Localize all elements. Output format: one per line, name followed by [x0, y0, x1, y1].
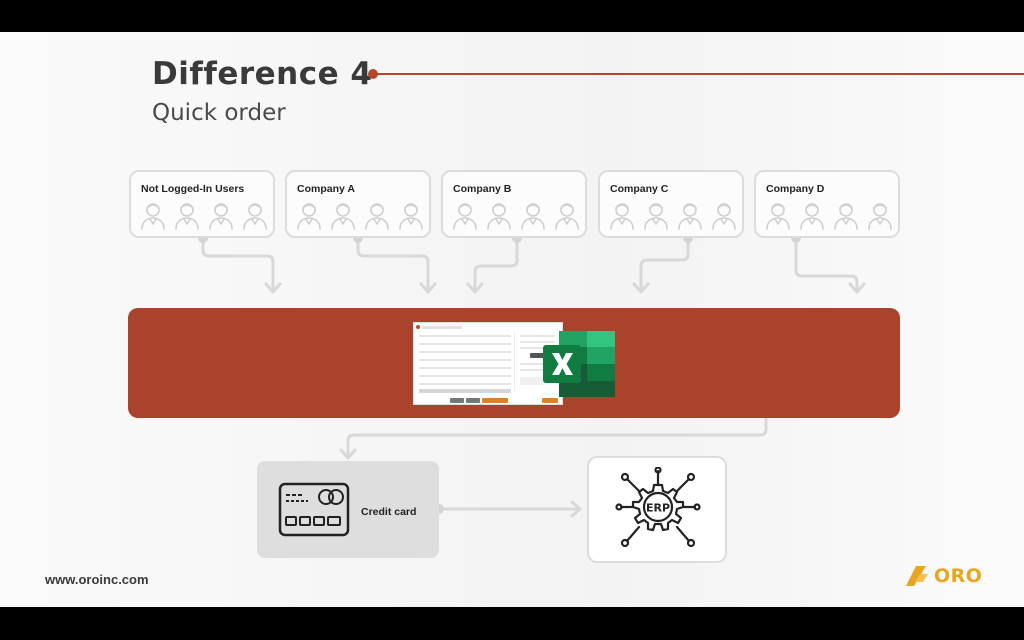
form-side-panel	[514, 331, 559, 391]
user-icon	[832, 200, 860, 230]
group-company-b: Company B	[441, 170, 587, 238]
slide-title: Difference 4	[152, 56, 373, 92]
form-header-line	[422, 326, 462, 329]
form-side-textarea	[520, 377, 545, 385]
group-company-c: Company C	[598, 170, 744, 238]
oro-logo-mark-icon	[906, 566, 928, 586]
arrowhead-7	[570, 500, 582, 518]
user-icon	[710, 200, 738, 230]
user-icon	[519, 200, 547, 230]
form-status-dot	[416, 325, 420, 329]
user-icon	[363, 200, 391, 230]
user-icon	[451, 200, 479, 230]
form-submit-button	[482, 398, 508, 403]
erp-gear-icon: ERP	[615, 467, 701, 548]
arrowhead-6	[339, 448, 357, 460]
user-icon	[173, 200, 201, 230]
connector-bar-to-card	[346, 414, 768, 458]
connector-company-a	[356, 236, 430, 292]
user-icons	[608, 200, 738, 230]
group-label: Not Logged-In Users	[141, 183, 245, 195]
user-icon	[798, 200, 826, 230]
excel-icon	[543, 331, 615, 397]
letterbox-top	[0, 0, 1024, 32]
user-icon	[397, 200, 425, 230]
arrowhead-3	[466, 282, 484, 294]
erp-label: ERP	[646, 502, 670, 515]
user-icon	[329, 200, 357, 230]
user-icon	[139, 200, 167, 230]
form-row	[419, 335, 511, 337]
form-row	[419, 367, 511, 369]
user-icon	[608, 200, 636, 230]
group-label: Company C	[610, 183, 669, 195]
user-icons	[295, 200, 425, 230]
website-url[interactable]: www.oroinc.com	[45, 572, 149, 587]
group-not-logged-in: Not Logged-In Users	[129, 170, 275, 238]
group-label: Company B	[453, 183, 512, 195]
form-row	[419, 343, 511, 345]
letterbox-bottom	[0, 607, 1024, 640]
arrowhead-4	[632, 282, 650, 294]
group-company-d: Company D	[754, 170, 900, 238]
user-icon	[764, 200, 792, 230]
form-add-row	[419, 389, 511, 393]
user-icons	[451, 200, 581, 230]
oro-logo: ORO	[906, 563, 982, 589]
user-icon	[553, 200, 581, 230]
form-side-line	[520, 363, 555, 365]
user-icon	[207, 200, 235, 230]
connector-not-logged-in	[201, 236, 275, 292]
form-row	[419, 359, 511, 361]
form-side-line	[520, 347, 550, 349]
form-button	[466, 398, 480, 403]
form-upload-button	[530, 353, 550, 358]
form-button	[450, 398, 464, 403]
user-icon	[642, 200, 670, 230]
form-row	[419, 383, 511, 385]
credit-card-label: Credit card	[361, 506, 417, 518]
user-icon	[241, 200, 269, 230]
slide: Difference 4 Quick order	[0, 32, 1024, 607]
quick-order-form-screenshot	[413, 322, 563, 405]
connector-company-c	[639, 236, 690, 292]
form-side-line	[520, 335, 555, 337]
group-label: Company D	[766, 183, 825, 195]
flow-connectors	[198, 233, 866, 518]
user-icons	[139, 200, 269, 230]
form-row	[419, 351, 511, 353]
form-add-button	[542, 398, 558, 403]
arrowhead-1	[264, 282, 282, 294]
arrowhead-5	[848, 282, 866, 294]
title-rule-dot	[368, 69, 378, 79]
form-side-line	[520, 341, 555, 343]
slide-subtitle: Quick order	[152, 100, 286, 126]
user-icon	[295, 200, 323, 230]
user-icon	[676, 200, 704, 230]
arrowhead-2	[419, 282, 437, 294]
oro-logo-text: ORO	[934, 565, 983, 587]
erp-box: ERP	[587, 456, 727, 563]
group-label: Company A	[297, 183, 355, 195]
connector-company-d	[794, 236, 859, 292]
user-icons	[764, 200, 894, 230]
title-rule	[373, 73, 1024, 75]
user-icon	[866, 200, 894, 230]
form-side-line	[520, 369, 550, 371]
user-icon	[485, 200, 513, 230]
credit-card-box: Credit card	[257, 461, 439, 558]
credit-card-icon	[278, 482, 350, 537]
form-row	[419, 375, 511, 377]
connector-company-b	[473, 236, 519, 292]
group-company-a: Company A	[285, 170, 431, 238]
